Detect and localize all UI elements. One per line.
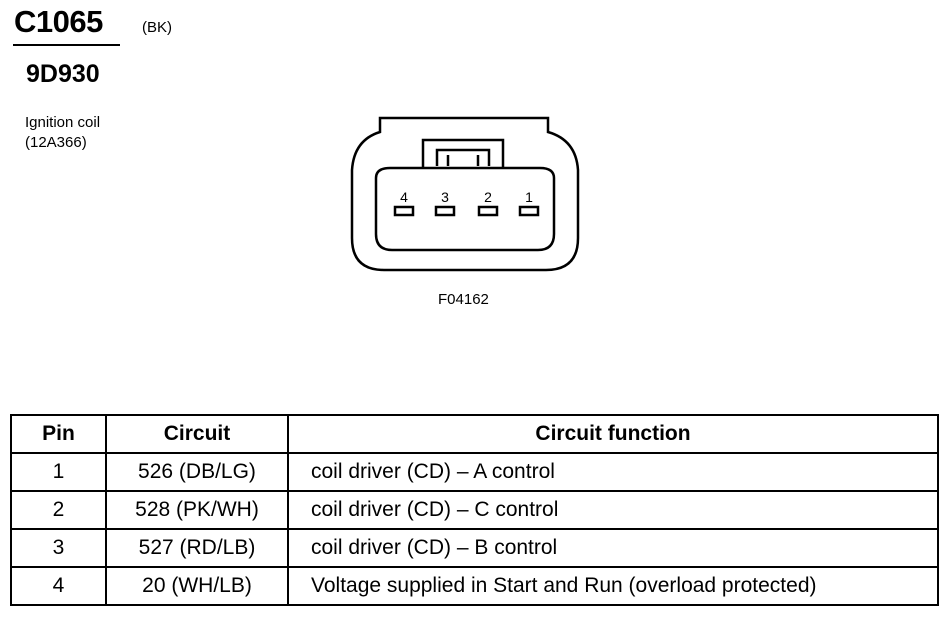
pin-3-terminal [434, 205, 456, 217]
pin-cell: 2 [10, 490, 107, 530]
table-row: 1 526 (DB/LG) coil driver (CD) – A contr… [10, 452, 939, 492]
table-row: 4 20 (WH/LB) Voltage supplied in Start a… [10, 566, 939, 606]
connector-id: C1065 [14, 4, 103, 39]
column-header-pin: Pin [10, 414, 107, 454]
circuit-cell: 527 (RD/LB) [105, 528, 289, 568]
circuit-cell: 526 (DB/LG) [105, 452, 289, 492]
title-underline [13, 44, 120, 46]
function-cell: coil driver (CD) – B control [287, 528, 939, 568]
pinout-table: Pin Circuit Circuit function 1 526 (DB/L… [10, 414, 939, 606]
pin-2-terminal [477, 205, 499, 217]
function-cell: coil driver (CD) – C control [287, 490, 939, 530]
column-header-circuit: Circuit [105, 414, 289, 454]
component-part-number: (12A366) [25, 134, 87, 151]
table-header-row: Pin Circuit Circuit function [10, 414, 939, 454]
table-row: 3 527 (RD/LB) coil driver (CD) – B contr… [10, 528, 939, 568]
component-label: Ignition coil (12A366) [25, 113, 100, 153]
figure-id: F04162 [438, 291, 489, 308]
function-cell: Voltage supplied in Start and Run (overl… [287, 566, 939, 606]
connector-housing [350, 116, 580, 272]
connector-latch-inner [435, 148, 491, 166]
pin-cell: 3 [10, 528, 107, 568]
pin-label: 1 [525, 189, 533, 205]
function-cell: coil driver (CD) – A control [287, 452, 939, 492]
connector-face-diagram: 4 3 2 1 [350, 116, 580, 272]
pin-cell: 4 [10, 566, 107, 606]
connector-color: (BK) [142, 19, 172, 36]
pin-1-terminal [518, 205, 540, 217]
pin-cell: 1 [10, 452, 107, 492]
connector-cavity [374, 166, 556, 252]
connector-latch [421, 138, 505, 168]
circuit-cell: 528 (PK/WH) [105, 490, 289, 530]
pin-label: 2 [484, 189, 492, 205]
pin-label: 3 [441, 189, 449, 205]
table-row: 2 528 (PK/WH) coil driver (CD) – C contr… [10, 490, 939, 530]
circuit-cell: 20 (WH/LB) [105, 566, 289, 606]
column-header-function: Circuit function [287, 414, 939, 454]
part-number: 9D930 [26, 60, 100, 88]
pin-4-terminal [393, 205, 415, 217]
component-name: Ignition coil [25, 114, 101, 131]
pin-label: 4 [400, 189, 408, 205]
